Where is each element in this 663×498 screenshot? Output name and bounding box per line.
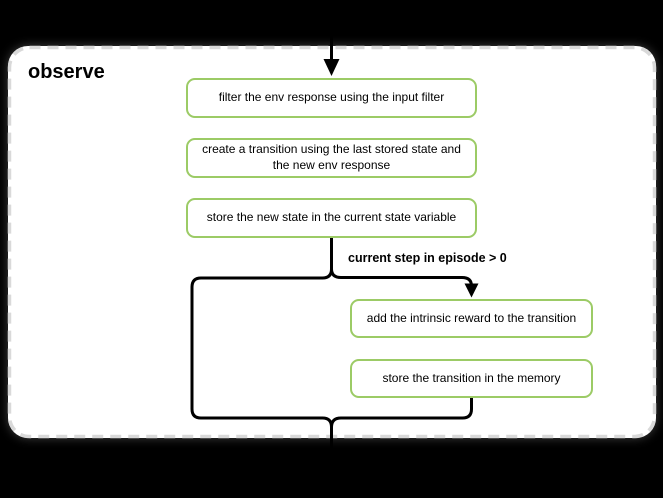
- flow-node-add-intrinsic-reward: add the intrinsic reward to the transiti…: [350, 299, 593, 338]
- flow-node-label: store the transition in the memory: [382, 370, 561, 385]
- flow-node-store-new-state: store the new state in the current state…: [186, 198, 477, 238]
- flow-node-filter-env-response: filter the env response using the input …: [186, 78, 477, 118]
- panel-title: observe: [28, 61, 105, 83]
- flow-node-label: add the intrinsic reward to the transiti…: [366, 310, 577, 325]
- flow-node-label: filter the env response using the input …: [218, 90, 445, 105]
- flow-node-create-transition: create a transition using the last store…: [186, 138, 477, 178]
- flow-node-label: store the new state in the current state…: [206, 210, 457, 225]
- flow-node-label: create a transition using the last store…: [202, 142, 461, 172]
- condition-label: current step in episode > 0: [348, 251, 507, 265]
- flow-node-store-transition-memory: store the transition in the memory: [350, 359, 593, 398]
